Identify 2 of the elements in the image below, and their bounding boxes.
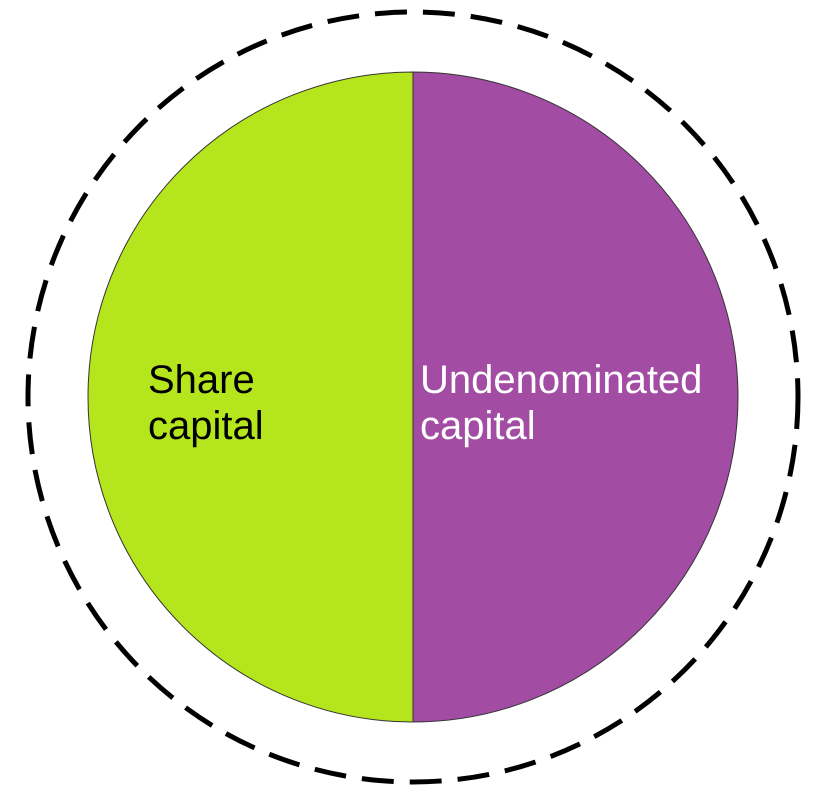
segment-label: Undenominated capital — [420, 357, 700, 449]
segment-label: Share capital — [148, 357, 265, 449]
